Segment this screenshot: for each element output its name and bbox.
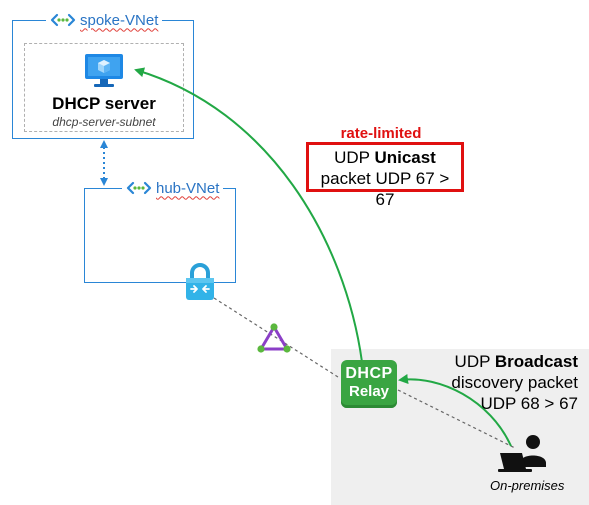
- vpn-gateway-lock-icon: [186, 263, 214, 300]
- dhcp-server-subnet-box: [24, 43, 184, 132]
- user-laptop-icon: [498, 435, 546, 472]
- onprem-label: On-premises: [490, 478, 565, 493]
- broadcast-annotation: UDP Broadcast discovery packet UDP 68 > …: [430, 351, 578, 414]
- unicast-line1-prefix: UDP: [334, 148, 375, 167]
- dhcp-relay-line2: Relay: [348, 383, 390, 400]
- unicast-line1-bold: Unicast: [374, 148, 436, 167]
- vpn-connection-link: [213, 297, 339, 378]
- onprem-connection-link: [397, 389, 516, 449]
- vnet-icon: [50, 13, 76, 27]
- unicast-line2: packet UDP 67 > 67: [320, 169, 450, 209]
- dhcp-relay-line1: DHCP: [345, 365, 393, 382]
- broadcast-line1: UDP Broadcast: [430, 351, 578, 372]
- hub-vnet-label: hub-VNet: [122, 178, 224, 198]
- triangle-connection-icon: [257, 323, 291, 353]
- broadcast-line2: discovery packet: [451, 373, 578, 392]
- virtual-machine-icon: [85, 54, 123, 87]
- dhcp-relay-icon: DHCP Relay: [341, 360, 397, 408]
- broadcast-line1-prefix: UDP: [454, 352, 495, 371]
- unicast-flow-arrow: [134, 67, 363, 363]
- hub-vnet-name: hub-VNet: [156, 179, 220, 197]
- dhcp-server-label: DHCP server: [52, 94, 156, 113]
- rate-limited-label: rate-limited: [340, 125, 422, 142]
- vnet-icon: [126, 181, 152, 195]
- broadcast-flow-arrow: [398, 374, 512, 447]
- spoke-vnet-label: spoke-VNet: [46, 10, 163, 30]
- dhcp-server-subnet-label: dhcp-server-subnet: [52, 115, 156, 129]
- broadcast-line3: UDP 68 > 67: [480, 394, 578, 413]
- broadcast-line1-bold: Broadcast: [494, 352, 578, 371]
- unicast-packet-box: UDP Unicast packet UDP 67 > 67: [306, 142, 464, 209]
- spoke-vnet-name: spoke-VNet: [80, 11, 159, 29]
- unicast-line1: UDP Unicast: [309, 147, 461, 168]
